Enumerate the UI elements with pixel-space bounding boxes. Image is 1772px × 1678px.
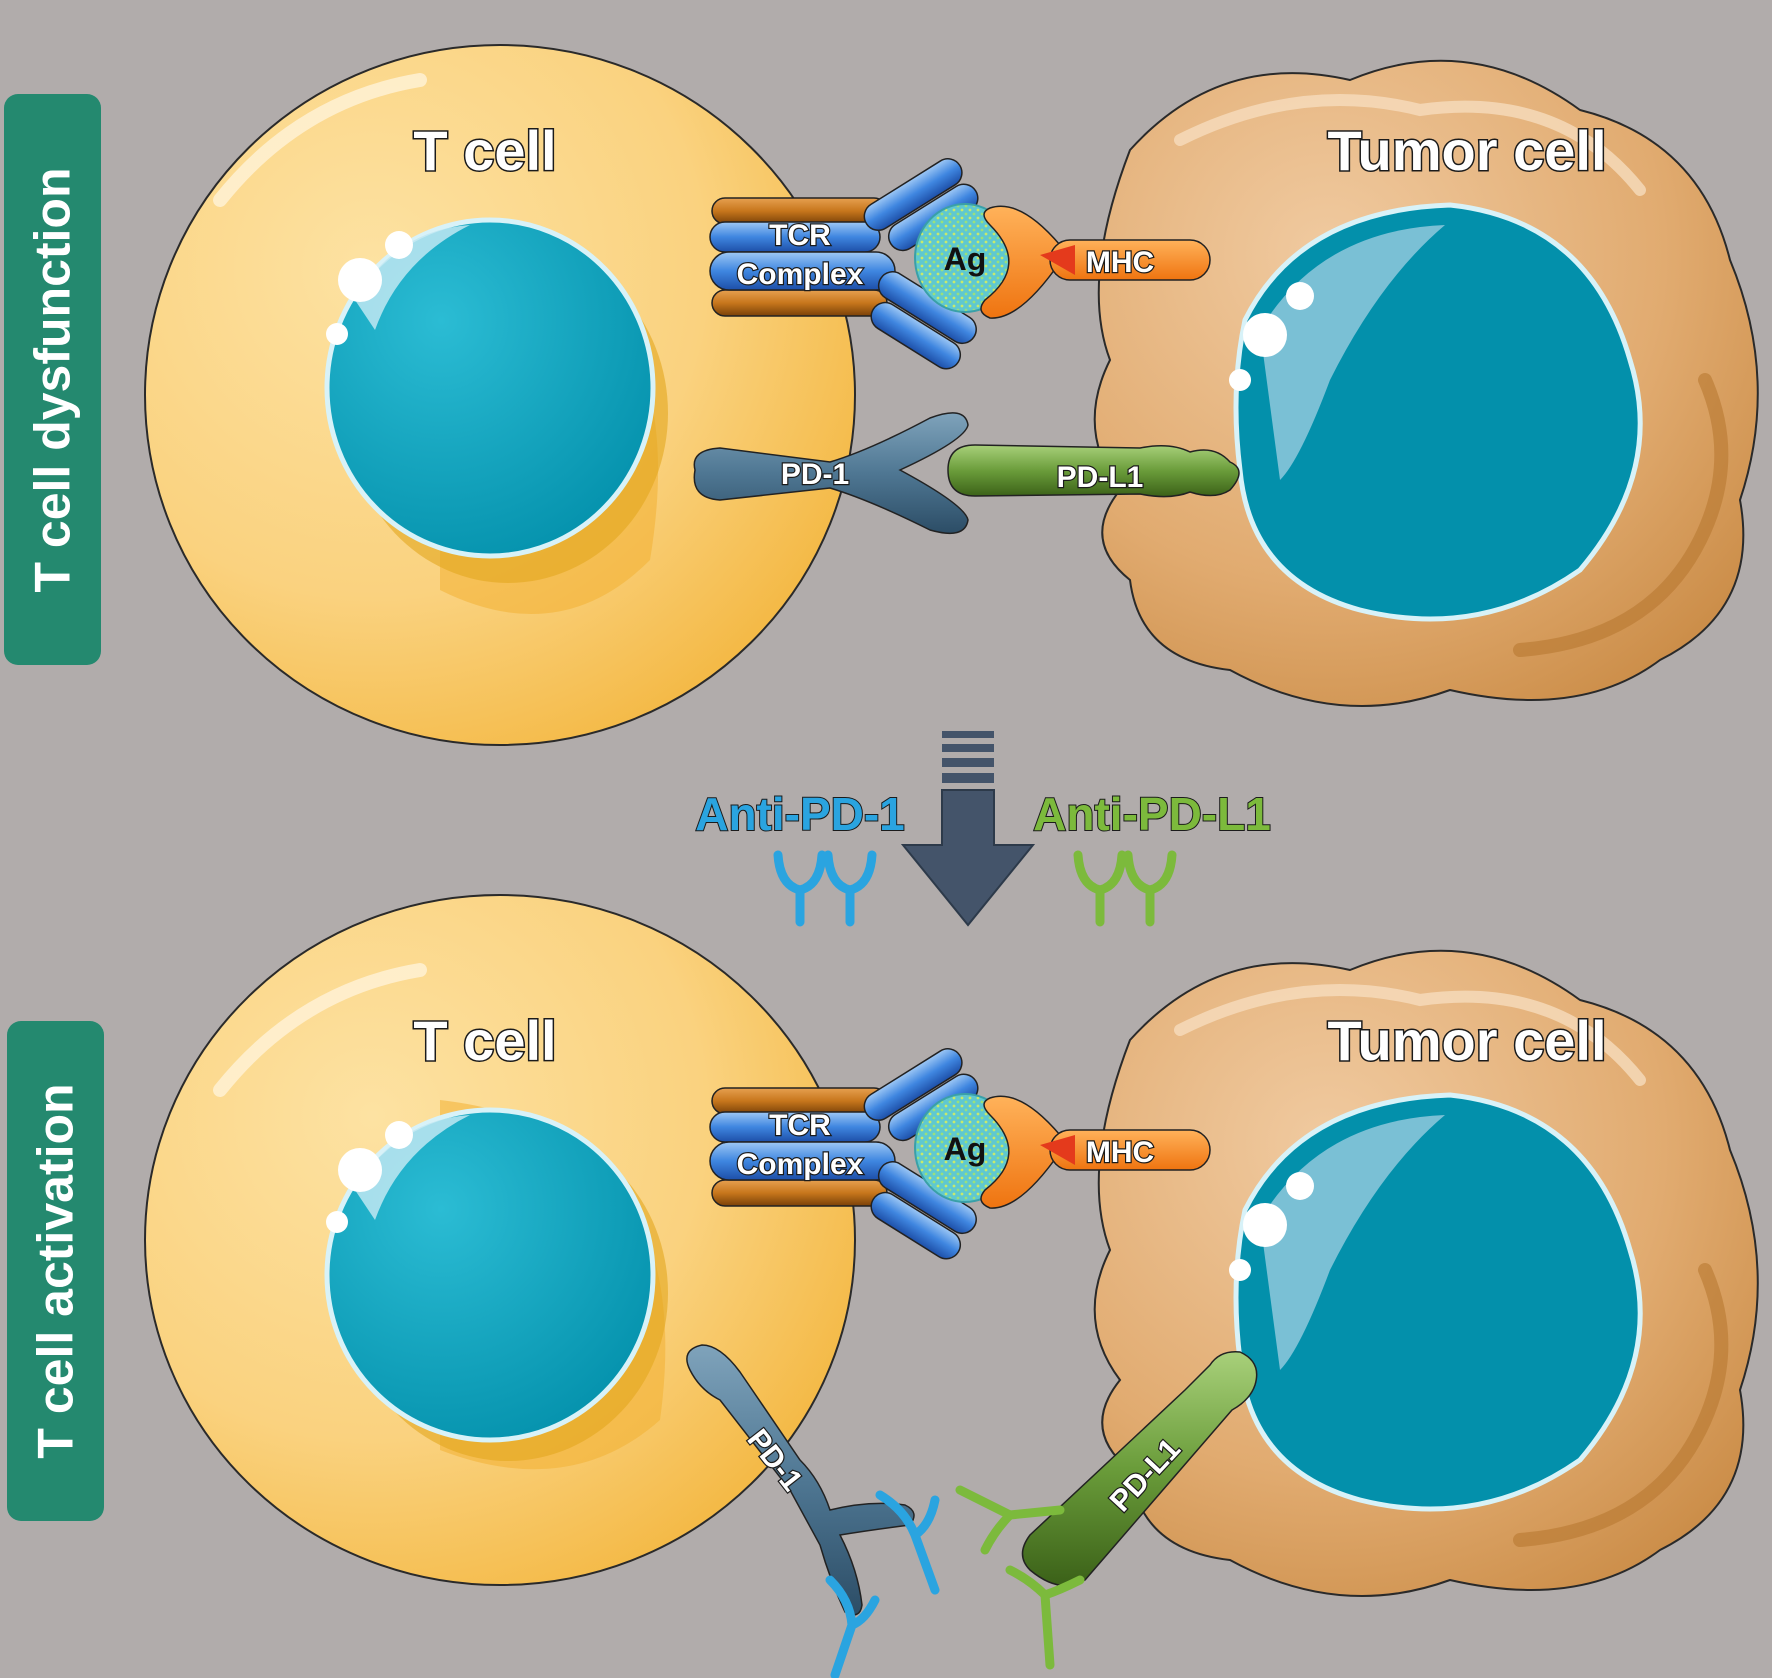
- side-label-dysfunction-text: T cell dysfunction: [24, 166, 81, 593]
- tcr-label-line2: Complex: [737, 258, 864, 291]
- treatment-arrow: [900, 731, 1036, 927]
- tumor-cell-title-bottom: Tumor cell: [1327, 1009, 1606, 1072]
- t-cell-title-bottom: T cell: [413, 1009, 556, 1072]
- side-label-dysfunction: T cell dysfunction: [4, 94, 101, 665]
- anti-pdl1-antibodies: [1073, 850, 1177, 927]
- pd1-label: PD-1: [781, 458, 849, 491]
- mhc-label: MHC: [1086, 246, 1154, 279]
- pd1-receptor: PD-1: [693, 412, 969, 535]
- tumor-cell-title: Tumor cell: [1327, 119, 1606, 182]
- anti-pd1-antibodies: [773, 850, 877, 927]
- tumor-cell-nucleus: [1229, 202, 1643, 622]
- tcr-complex: TCR Complex: [709, 158, 979, 370]
- pdl1-label: PD-L1: [1057, 461, 1144, 494]
- mhc: MHC: [980, 205, 1211, 319]
- tcr-label-line1: TCR: [769, 219, 831, 252]
- mhc-bottom: MHC: [980, 1095, 1211, 1209]
- tcr-label-line2-bottom: Complex: [737, 1148, 864, 1181]
- anti-pd1-bound-antibodies: [825, 1490, 940, 1678]
- mhc-label-bottom: MHC: [1086, 1136, 1154, 1169]
- anti-pd1-label: Anti-PD-1: [695, 788, 905, 840]
- t-cell-nucleus: [324, 217, 668, 583]
- bottom-panel: TCR Complex Ag MHC PD-1: [144, 894, 1759, 1678]
- anti-pdl1-label: Anti-PD-L1: [1033, 788, 1271, 840]
- pdl1-ligand: PD-L1: [947, 444, 1240, 498]
- t-cell-bottom-nucleus: [324, 1107, 668, 1461]
- antigen-bottom: Ag: [914, 1093, 1016, 1203]
- tcr-label-line1-bottom: TCR: [769, 1109, 831, 1142]
- side-label-activation-text: T cell activation: [27, 1083, 84, 1459]
- antigen: Ag: [914, 203, 1016, 313]
- ag-label-bottom: Ag: [944, 1131, 987, 1167]
- tumor-cell-bottom-nucleus: [1229, 1092, 1643, 1512]
- t-cell-title: T cell: [413, 119, 556, 182]
- tcr-complex-bottom: TCR Complex: [709, 1048, 979, 1260]
- ag-label: Ag: [944, 241, 987, 277]
- side-label-activation: T cell activation: [7, 1021, 104, 1521]
- anti-pdl1-bound-antibodies: [955, 1485, 1085, 1670]
- top-panel: TCR Complex Ag MHC PD-1: [144, 44, 1759, 746]
